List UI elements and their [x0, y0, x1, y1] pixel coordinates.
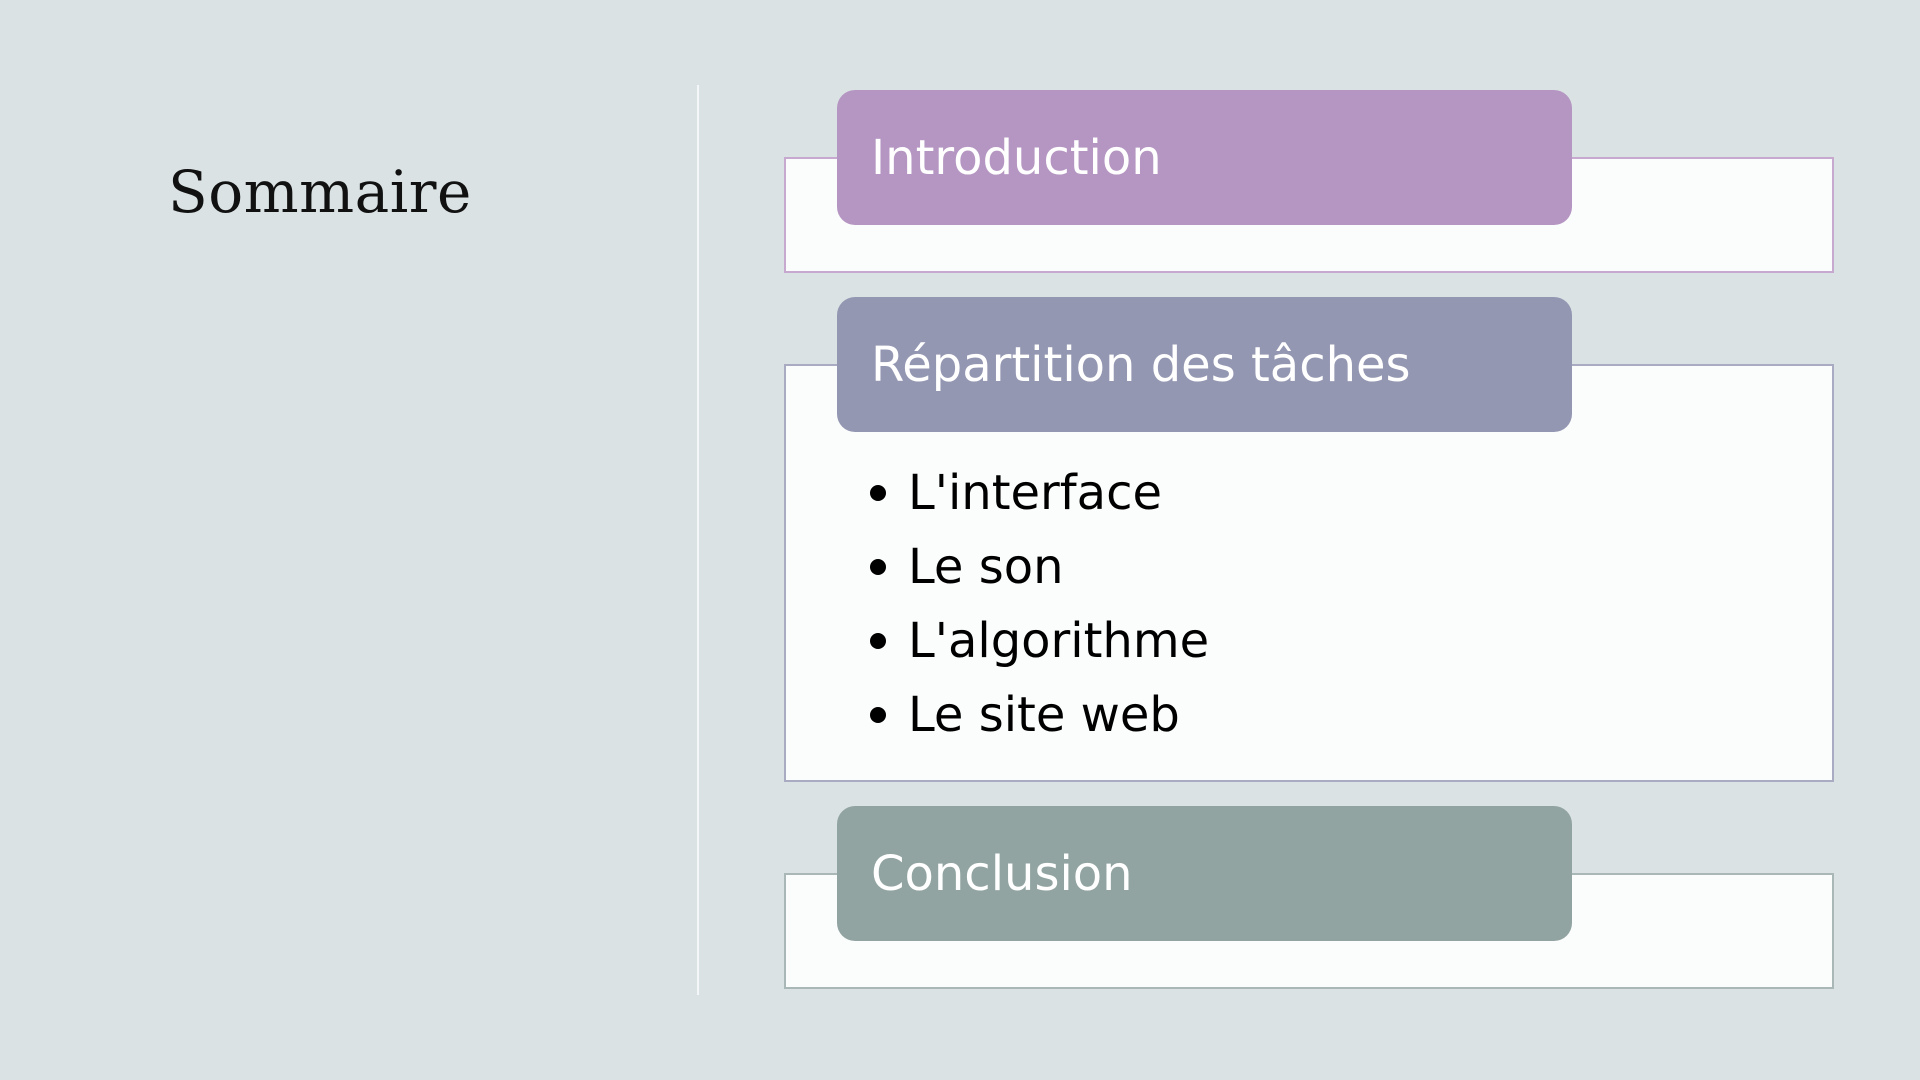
section-repartition-list: L'interface Le son L'algorithme Le site …	[870, 456, 1209, 752]
section-repartition-header: Répartition des tâches	[837, 297, 1572, 432]
list-item-text: Le site web	[908, 687, 1180, 743]
list-item-text: L'interface	[908, 465, 1163, 521]
section-conclusion-label: Conclusion	[871, 845, 1133, 902]
bullet-icon	[870, 707, 886, 723]
section-repartition-label: Répartition des tâches	[871, 336, 1411, 393]
bullet-icon	[870, 559, 886, 575]
list-item-text: Le son	[908, 539, 1064, 595]
list-item: Le site web	[870, 678, 1209, 752]
list-item: L'algorithme	[870, 604, 1209, 678]
section-conclusion-header: Conclusion	[837, 806, 1572, 941]
list-item-text: L'algorithme	[908, 613, 1210, 669]
bullet-icon	[870, 633, 886, 649]
slide-title: Sommaire	[168, 158, 472, 226]
section-introduction-label: Introduction	[871, 129, 1162, 186]
vertical-divider	[697, 85, 699, 995]
list-item: L'interface	[870, 456, 1209, 530]
list-item: Le son	[870, 530, 1209, 604]
section-introduction-header: Introduction	[837, 90, 1572, 225]
bullet-icon	[870, 485, 886, 501]
section-repartition-box	[784, 364, 1834, 782]
